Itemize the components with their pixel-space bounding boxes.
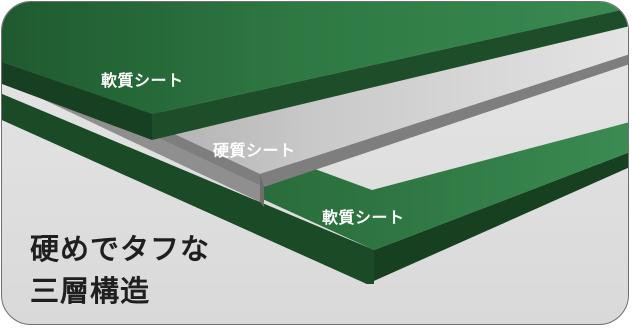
middle-layer-label: 硬質シート: [213, 141, 296, 160]
top-layer-label: 軟質シート: [101, 71, 184, 90]
bottom-soft-sheet: [2, 54, 628, 284]
caption-line-1: 硬めでタフな: [30, 232, 211, 266]
structure-caption: 硬めでタフな 三層構造: [30, 228, 210, 312]
layer-diagram: 軟質シート 硬質シート 軟質シート: [2, 2, 628, 284]
caption-line-2: 三層構造: [30, 274, 151, 308]
top-soft-sheet: [2, 2, 628, 140]
bottom-layer-label: 軟質シート: [322, 208, 405, 227]
